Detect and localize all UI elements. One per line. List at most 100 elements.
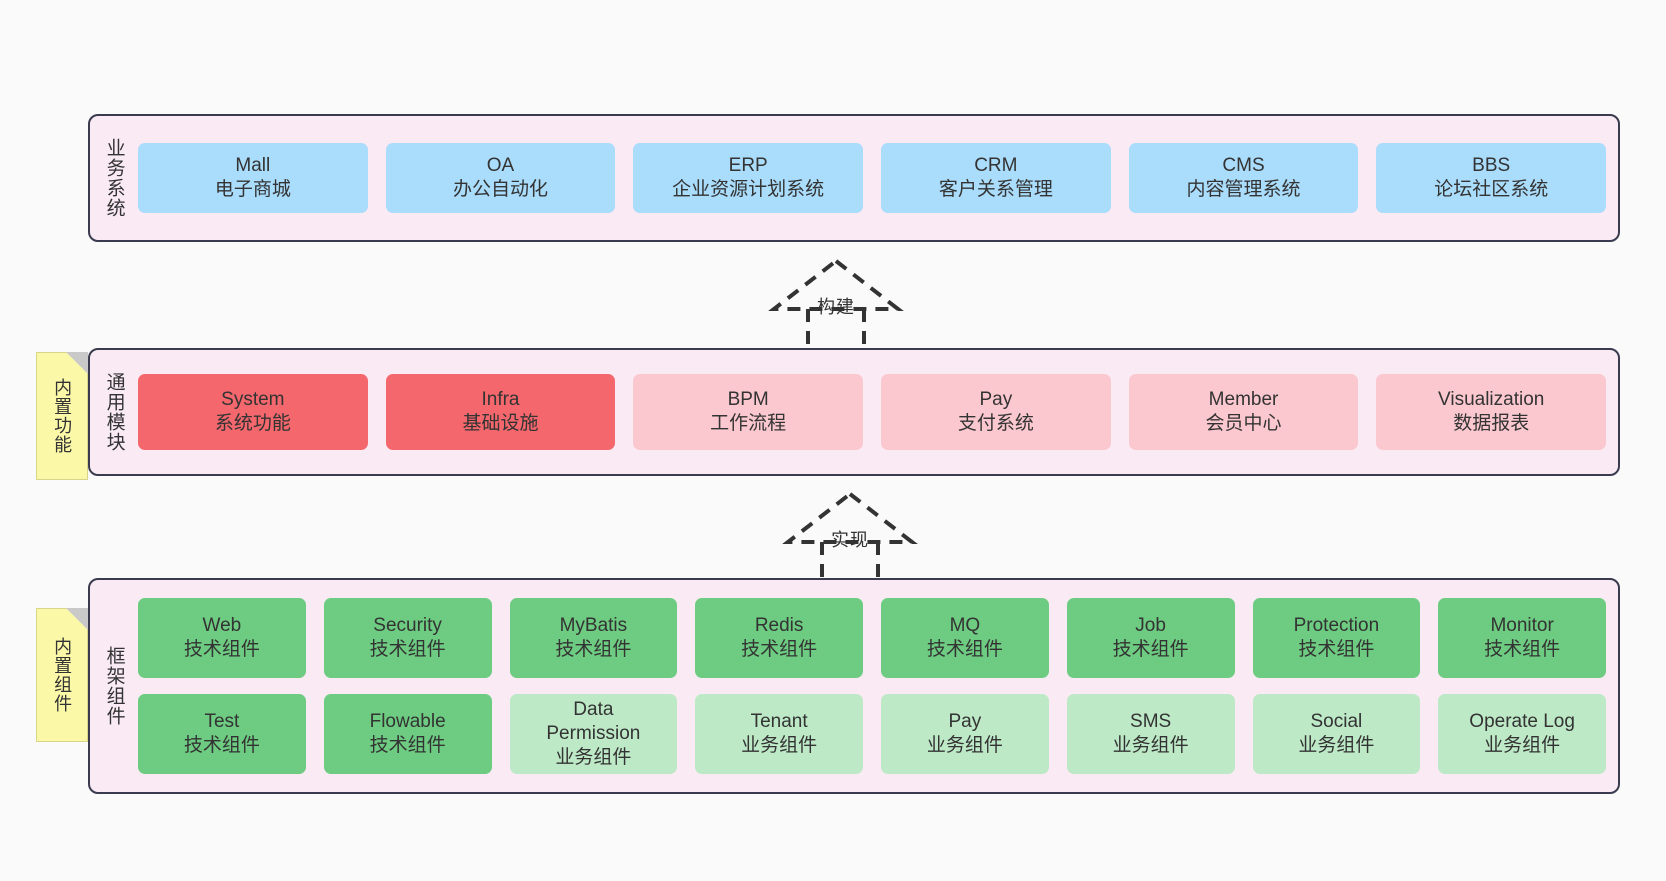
box-member-subtitle: 会员中心 <box>1205 413 1282 434</box>
layer-common-row: System 系统功能 Infra 基础设施 BPM 工作流程 Pay 支付系统… <box>138 374 1607 450</box>
layer-framework-components: 框架组件 Web 技术组件 Security 技术组件 MyBatis 技术组件… <box>88 578 1620 794</box>
box-sms[interactable]: SMS 业务组件 <box>1066 694 1235 774</box>
box-flowable[interactable]: Flowable 技术组件 <box>323 694 492 774</box>
box-web-subtitle: 技术组件 <box>183 639 260 660</box>
layer-framework-body: Web 技术组件 Security 技术组件 MyBatis 技术组件 Redi… <box>138 580 1618 792</box>
box-job[interactable]: Job 技术组件 <box>1066 598 1235 678</box>
box-member[interactable]: Member 会员中心 <box>1128 374 1359 450</box>
box-tenant-subtitle: 业务组件 <box>741 735 818 756</box>
box-infra[interactable]: Infra 基础设施 <box>385 374 616 450</box>
layer-framework-row-business: Test 技术组件 Flowable 技术组件 Data Permission … <box>138 694 1606 774</box>
box-job-subtitle: 技术组件 <box>1112 639 1189 660</box>
box-sms-title: SMS <box>1130 711 1172 733</box>
box-operate-log[interactable]: Operate Log 业务组件 <box>1438 694 1606 774</box>
box-redis[interactable]: Redis 技术组件 <box>695 598 863 678</box>
box-monitor-title: Monitor <box>1490 615 1554 637</box>
box-social-title: Social <box>1310 711 1363 733</box>
box-cms-title: CMS <box>1222 155 1265 177</box>
box-mybatis-title: MyBatis <box>559 615 628 637</box>
box-security-subtitle: 技术组件 <box>369 639 446 660</box>
box-cms-subtitle: 内容管理系统 <box>1186 179 1301 200</box>
box-system-subtitle: 系统功能 <box>214 413 291 434</box>
layer-common-modules: 通用模块 System 系统功能 Infra 基础设施 BPM 工作流程 Pay… <box>88 348 1620 476</box>
box-erp[interactable]: ERP 企业资源计划系统 <box>633 143 864 213</box>
box-visualization-subtitle: 数据报表 <box>1453 413 1530 434</box>
box-redis-title: Redis <box>754 615 804 637</box>
box-pay-module[interactable]: Pay 支付系统 <box>881 374 1111 450</box>
box-oa-subtitle: 办公自动化 <box>453 179 549 200</box>
box-social[interactable]: Social 业务组件 <box>1252 694 1421 774</box>
box-system[interactable]: System 系统功能 <box>138 374 368 450</box>
layer-business-title: 业务系统 <box>103 138 125 218</box>
box-cms[interactable]: CMS 内容管理系统 <box>1128 143 1359 213</box>
box-protection-subtitle: 技术组件 <box>1298 639 1375 660</box>
box-mq[interactable]: MQ 技术组件 <box>881 598 1049 678</box>
layer-business-body: Mall 电子商城 OA 办公自动化 ERP 企业资源计划系统 CRM 客户关系… <box>138 116 1618 240</box>
box-bbs-title: BBS <box>1472 155 1511 177</box>
box-operate-log-subtitle: 业务组件 <box>1484 735 1561 756</box>
box-pay-module-subtitle: 支付系统 <box>957 413 1034 434</box>
box-system-title: System <box>221 389 285 411</box>
box-mall[interactable]: Mall 电子商城 <box>138 143 368 213</box>
box-security[interactable]: Security 技术组件 <box>323 598 492 678</box>
layer-framework-row-tech: Web 技术组件 Security 技术组件 MyBatis 技术组件 Redi… <box>138 598 1606 678</box>
box-web-title: Web <box>202 615 242 637</box>
box-mall-subtitle: 电子商城 <box>214 179 291 200</box>
box-operate-log-title: Operate Log <box>1469 711 1575 733</box>
box-bpm-title: BPM <box>727 389 769 411</box>
box-visualization-title: Visualization <box>1438 389 1545 411</box>
box-infra-title: Infra <box>481 389 520 411</box>
box-oa-title: OA <box>486 155 515 177</box>
arrow-build-label: 构建 <box>817 297 855 317</box>
box-protection-title: Protection <box>1293 615 1380 637</box>
box-monitor[interactable]: Monitor 技术组件 <box>1438 598 1606 678</box>
box-protection[interactable]: Protection 技术组件 <box>1252 598 1421 678</box>
arrow-realize-label: 实现 <box>831 530 869 550</box>
box-web[interactable]: Web 技术组件 <box>138 598 306 678</box>
box-bbs-subtitle: 论坛社区系统 <box>1434 179 1549 200</box>
box-flowable-title: Flowable <box>369 711 446 733</box>
box-data-permission-title: Data Permission <box>546 699 641 745</box>
layer-framework-title: 框架组件 <box>103 646 125 726</box>
box-member-title: Member <box>1208 389 1279 411</box>
box-pay-module-title: Pay <box>979 389 1013 411</box>
box-crm[interactable]: CRM 客户关系管理 <box>881 143 1111 213</box>
box-monitor-subtitle: 技术组件 <box>1484 639 1561 660</box>
note-builtin-components: 内置组件 <box>36 608 88 742</box>
note-builtin-features-text: 内置功能 <box>52 378 73 454</box>
box-pay-component[interactable]: Pay 业务组件 <box>881 694 1049 774</box>
box-erp-subtitle: 企业资源计划系统 <box>672 179 825 200</box>
box-job-title: Job <box>1135 615 1166 637</box>
box-test[interactable]: Test 技术组件 <box>138 694 306 774</box>
box-erp-title: ERP <box>728 155 768 177</box>
box-test-subtitle: 技术组件 <box>183 735 260 756</box>
box-redis-subtitle: 技术组件 <box>741 639 818 660</box>
box-tenant[interactable]: Tenant 业务组件 <box>695 694 863 774</box>
box-oa[interactable]: OA 办公自动化 <box>385 143 616 213</box>
layer-business-row: Mall 电子商城 OA 办公自动化 ERP 企业资源计划系统 CRM 客户关系… <box>138 143 1607 213</box>
box-crm-subtitle: 客户关系管理 <box>938 179 1053 200</box>
box-security-title: Security <box>373 615 442 637</box>
box-mq-subtitle: 技术组件 <box>926 639 1003 660</box>
box-pay-component-subtitle: 业务组件 <box>926 735 1003 756</box>
note-builtin-components-text: 内置组件 <box>52 637 73 713</box>
box-mybatis[interactable]: MyBatis 技术组件 <box>509 598 678 678</box>
box-crm-title: CRM <box>974 155 1018 177</box>
box-tenant-title: Tenant <box>750 711 808 733</box>
box-flowable-subtitle: 技术组件 <box>369 735 446 756</box>
box-infra-subtitle: 基础设施 <box>462 413 539 434</box>
layer-business-systems: 业务系统 Mall 电子商城 OA 办公自动化 ERP 企业资源计划系统 CRM… <box>88 114 1620 242</box>
box-bpm[interactable]: BPM 工作流程 <box>633 374 864 450</box>
box-pay-component-title: Pay <box>948 711 982 733</box>
box-visualization[interactable]: Visualization 数据报表 <box>1376 374 1607 450</box>
box-data-permission-subtitle: 业务组件 <box>555 746 632 768</box>
box-mall-title: Mall <box>235 155 271 177</box>
box-mybatis-subtitle: 技术组件 <box>555 639 632 660</box>
box-test-title: Test <box>204 711 240 733</box>
box-bbs[interactable]: BBS 论坛社区系统 <box>1376 143 1607 213</box>
box-mq-title: MQ <box>949 615 981 637</box>
box-data-permission[interactable]: Data Permission 业务组件 <box>509 694 678 774</box>
layer-common-body: System 系统功能 Infra 基础设施 BPM 工作流程 Pay 支付系统… <box>138 350 1618 474</box>
note-builtin-features: 内置功能 <box>36 352 88 480</box>
box-social-subtitle: 业务组件 <box>1298 735 1375 756</box>
